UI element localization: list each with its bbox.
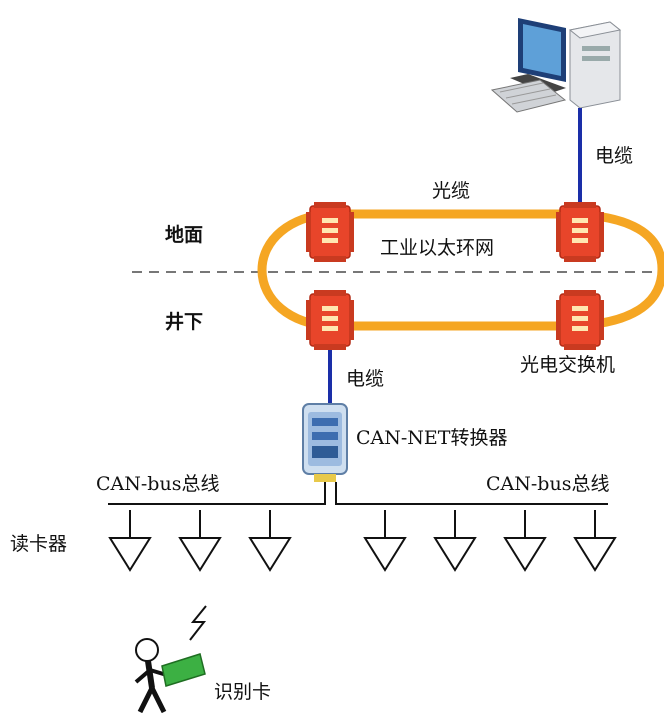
card-reader-icon — [434, 509, 476, 571]
bus-drop-left — [108, 482, 326, 505]
card-reader-icon — [574, 509, 616, 571]
card-reader-icon — [109, 509, 151, 571]
ethernet-ring-label: 工业以太环网 — [380, 237, 495, 259]
card-reader-icon — [249, 509, 291, 571]
fiber-label: 光缆 — [432, 180, 471, 202]
person-icon — [134, 638, 206, 713]
converter-label: CAN-NET转换器 — [356, 427, 508, 449]
underground-label: 井下 — [165, 311, 204, 333]
canbus-left-label: CAN-bus总线 — [96, 473, 220, 495]
switch-box-icon — [555, 289, 605, 351]
switch-box-icon — [305, 201, 355, 263]
card-reader-icon — [504, 509, 546, 571]
bus-drop-right — [335, 482, 608, 505]
card-reader-icon — [179, 509, 221, 571]
card-reader-label: 读卡器 — [10, 533, 68, 555]
lightning-icon — [189, 605, 207, 641]
computer-icon — [490, 18, 622, 113]
lower-cable-label: 电缆 — [346, 368, 385, 390]
id-card-label: 识别卡 — [214, 681, 272, 703]
switch-box-icon — [555, 201, 605, 263]
switch-box-icon — [305, 289, 355, 351]
top-cable-label: 电缆 — [595, 145, 634, 167]
card-reader-icon — [364, 509, 406, 571]
optical-switch-label: 光电交换机 — [520, 354, 616, 376]
converter-icon — [302, 403, 348, 482]
surface-label: 地面 — [165, 224, 204, 246]
canbus-right-label: CAN-bus总线 — [486, 473, 610, 495]
